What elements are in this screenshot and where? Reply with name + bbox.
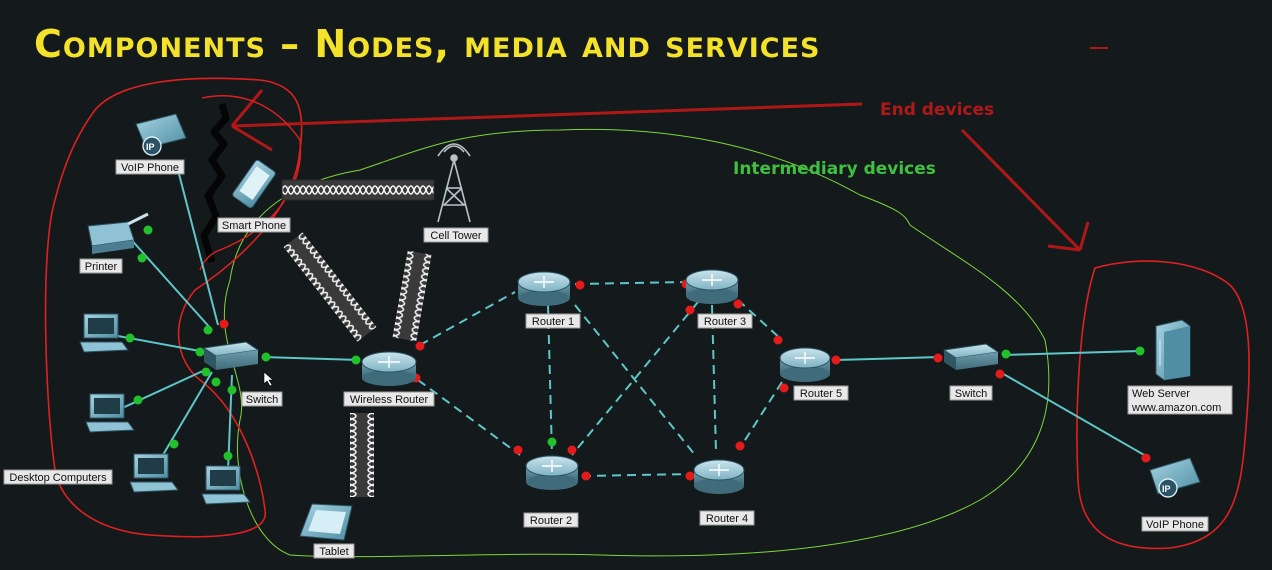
voip-phone-icon: IP bbox=[135, 113, 187, 156]
switch-icon bbox=[942, 343, 1000, 370]
voip-phone-icon: IP bbox=[1149, 457, 1201, 498]
smart-phone: Smart Phone bbox=[217, 159, 291, 233]
desktop-computers-label: Desktop Computers bbox=[9, 472, 107, 484]
router-3: Router 3 bbox=[685, 269, 753, 329]
end-devices-outline-right bbox=[1076, 260, 1250, 550]
printer: Printer bbox=[79, 212, 149, 274]
router-5-label: Router 5 bbox=[800, 388, 842, 400]
cell-tower: Cell Tower bbox=[423, 143, 489, 243]
router-icon bbox=[517, 271, 571, 306]
tablet-icon bbox=[299, 503, 353, 541]
router-1: Router 1 bbox=[517, 271, 581, 329]
voip-phone-left-label: VoIP Phone bbox=[121, 162, 179, 174]
port-indicators-green bbox=[125, 225, 1145, 461]
router-2-label: Router 2 bbox=[530, 515, 572, 527]
intermediary-devices-annotation: Intermediary devices bbox=[733, 159, 936, 179]
router-4: Router 4 bbox=[693, 459, 755, 526]
voip-phone-right: IP VoIP Phone bbox=[1141, 457, 1209, 532]
printer-label: Printer bbox=[85, 261, 118, 273]
smart-phone-label: Smart Phone bbox=[222, 220, 286, 232]
desktop-computer-icon bbox=[85, 393, 135, 433]
desktop-computers: Desktop Computers bbox=[3, 313, 251, 505]
switch-right: Switch bbox=[942, 343, 1000, 401]
router-links bbox=[417, 281, 783, 477]
router-icon bbox=[685, 269, 739, 304]
desktop-computer-icon bbox=[79, 313, 129, 353]
router-icon bbox=[361, 351, 417, 386]
end-devices-outline-left bbox=[44, 77, 303, 538]
tablet-label: Tablet bbox=[319, 546, 348, 558]
tablet: Tablet bbox=[299, 503, 355, 559]
desktop-computer-icon bbox=[129, 453, 179, 493]
switch-icon bbox=[202, 341, 260, 370]
voip-phone-left: IP VoIP Phone bbox=[115, 113, 187, 175]
cursor-icon bbox=[263, 371, 274, 387]
router-icon bbox=[525, 455, 579, 490]
annotation-arrow-right bbox=[960, 128, 1090, 252]
desktop-computer-icon bbox=[201, 465, 251, 505]
page-title: Components – Nodes, media and services bbox=[34, 22, 821, 66]
smart-phone-icon bbox=[232, 159, 276, 209]
server-icon bbox=[1155, 319, 1191, 381]
cell-tower-label: Cell Tower bbox=[430, 230, 481, 242]
end-devices-annotation: End devices bbox=[880, 100, 995, 120]
router-4-label: Router 4 bbox=[706, 513, 748, 525]
router-icon bbox=[693, 459, 745, 494]
router-2: Router 2 bbox=[523, 455, 579, 528]
switch-left-label: Switch bbox=[246, 394, 278, 406]
voip-phone-right-label: VoIP Phone bbox=[1146, 519, 1204, 531]
annotation-arrow-left bbox=[230, 89, 863, 152]
scribble-mark bbox=[200, 103, 230, 264]
wireless-links bbox=[281, 179, 435, 497]
cell-tower-icon bbox=[437, 143, 471, 223]
router-1-label: Router 1 bbox=[532, 316, 574, 328]
switch-left: Switch bbox=[202, 341, 283, 407]
svg-text:IP: IP bbox=[146, 142, 155, 152]
web-server-host-label: www.amazon.com bbox=[1131, 402, 1221, 414]
svg-text:IP: IP bbox=[1162, 484, 1171, 494]
wireless-router-label: Wireless Router bbox=[350, 394, 429, 406]
wan-links bbox=[835, 350, 1147, 457]
router-3-label: Router 3 bbox=[704, 316, 746, 328]
switch-right-label: Switch bbox=[955, 388, 987, 400]
router-icon bbox=[779, 347, 831, 382]
web-server: Web Server www.amazon.com bbox=[1127, 319, 1233, 415]
web-server-label: Web Server bbox=[1132, 388, 1190, 400]
intermediary-devices-outline bbox=[223, 128, 1050, 558]
wireless-router: Wireless Router bbox=[343, 351, 435, 407]
printer-icon bbox=[87, 212, 149, 254]
router-5: Router 5 bbox=[779, 347, 849, 401]
